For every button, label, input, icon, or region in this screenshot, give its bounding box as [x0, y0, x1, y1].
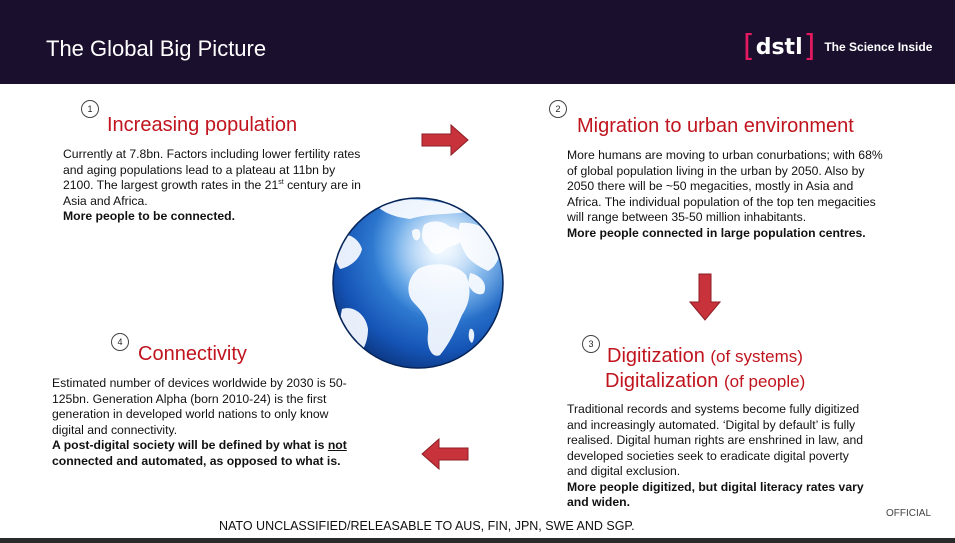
- section-3-heading-1-small: (of systems): [710, 347, 803, 366]
- section-3-bold: More people digitized, but digital liter…: [567, 479, 864, 510]
- section-3-heading-1: Digitization (of systems): [607, 345, 803, 368]
- section-1-text: Currently at 7.8bn. Factors including lo…: [63, 147, 363, 225]
- section-4-number: 4: [111, 333, 129, 351]
- section-1-number: 1: [81, 100, 99, 118]
- section-2-number: 2: [549, 100, 567, 118]
- section-3-text-plain: Traditional records and systems become f…: [567, 402, 864, 478]
- section-2-text-plain: More humans are moving to urban conurbat…: [567, 148, 883, 224]
- section-4-bold-a: A post-digital society will be defined b…: [52, 438, 328, 452]
- section-4-bold-underlined: not: [327, 438, 347, 452]
- section-1-heading: Increasing population: [107, 114, 298, 136]
- section-3-number: 3: [582, 335, 600, 353]
- page-title: The Global Big Picture: [46, 36, 267, 61]
- logo-word: dstl: [755, 34, 803, 60]
- section-3-heading-2: Digitalization (of people): [605, 370, 805, 393]
- logo-tagline: The Science Inside: [824, 40, 933, 54]
- section-2-bold: More people connected in large populatio…: [567, 225, 866, 240]
- classification-footer: NATO UNCLASSIFIED/RELEASABLE TO AUS, FIN…: [219, 519, 635, 533]
- section-4-heading: Connectivity: [138, 343, 247, 365]
- section-1-text-a: Currently at 7.8bn. Factors including lo…: [63, 147, 361, 192]
- logo-bracket-left: [: [743, 29, 755, 64]
- section-1-text-b: century are in Asia and Africa.: [63, 178, 361, 208]
- section-3-text: Traditional records and systems become f…: [567, 402, 867, 511]
- section-4-bold: A post-digital society will be defined b…: [52, 438, 347, 468]
- section-4-bold-b: connected and automated, as opposed to w…: [52, 453, 341, 468]
- section-3-heading-2-main: Digitalization: [605, 370, 719, 392]
- logo-bracket-right: ]: [803, 29, 816, 64]
- arrow-left-icon: [421, 438, 469, 470]
- section-2-text: More humans are moving to urban conurbat…: [567, 148, 885, 241]
- section-4-text: Estimated number of devices worldwide by…: [52, 376, 350, 469]
- section-3-heading-2-small: (of people): [723, 372, 806, 391]
- section-3-heading-1-main: Digitization: [607, 345, 705, 367]
- official-marking: OFFICIAL: [886, 508, 932, 519]
- section-4-text-plain: Estimated number of devices worldwide by…: [52, 376, 347, 437]
- section-1-sup: st: [278, 179, 284, 186]
- header-bar: The Global Big Picture [ dstl ] The Scie…: [0, 0, 955, 84]
- arrow-right-icon: [421, 124, 469, 156]
- dstl-logo: [ dstl ] The Science Inside: [743, 30, 932, 64]
- globe-icon: [332, 197, 504, 369]
- bottom-bar: [0, 538, 955, 543]
- section-2-heading: Migration to urban environment: [577, 115, 854, 137]
- arrow-down-icon: [689, 273, 721, 321]
- section-1-bold: More people to be connected.: [63, 209, 235, 223]
